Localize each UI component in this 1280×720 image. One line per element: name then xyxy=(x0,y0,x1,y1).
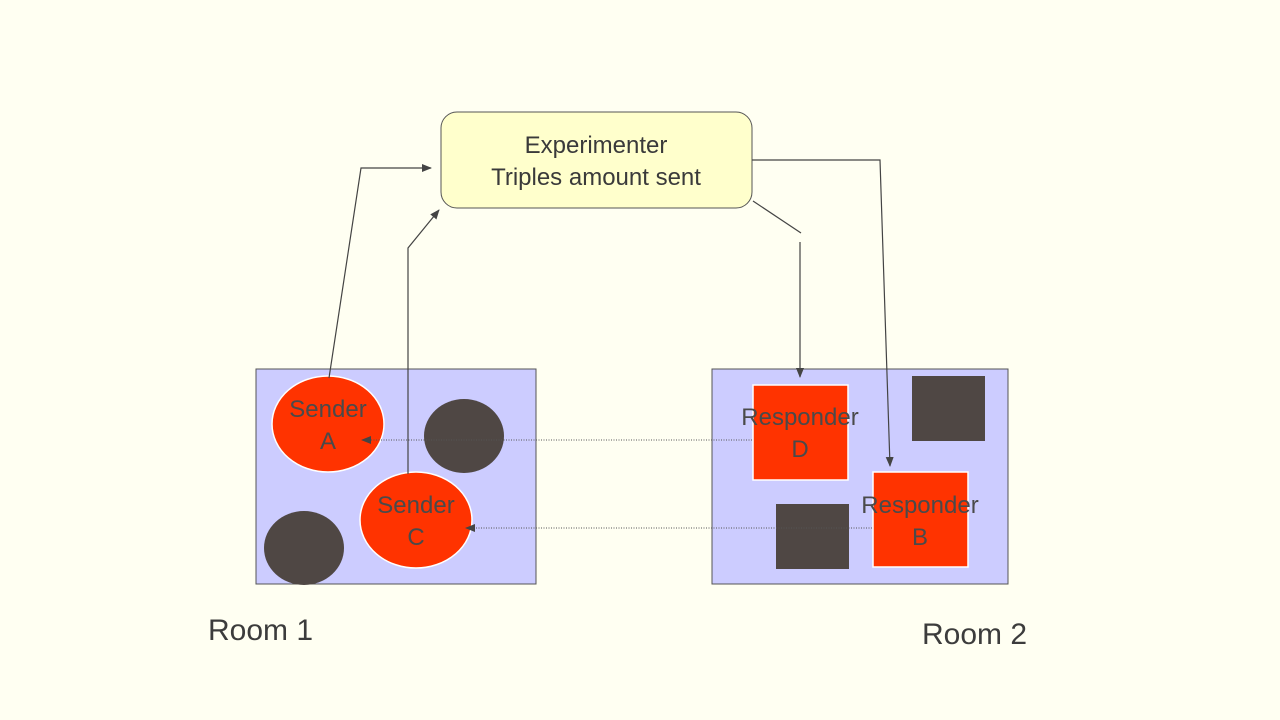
inactive-sender-2 xyxy=(264,511,344,585)
experimenter-subtitle: Triples amount sent xyxy=(491,164,701,191)
sender-a-label-1: Sender xyxy=(289,396,366,423)
inactive-sender-1 xyxy=(424,399,504,473)
sender-a-node xyxy=(271,375,385,473)
responder-b-label-1: Responder xyxy=(861,492,978,519)
arrow-sender-a-to-experimenter xyxy=(328,164,432,379)
sender-c-label-2: C xyxy=(407,524,424,551)
responder-d-node xyxy=(752,384,849,481)
experimenter-title: Experimenter xyxy=(525,132,668,159)
room-1: Sender A Sender C xyxy=(255,368,537,585)
arrow-sender-c-to-experimenter xyxy=(407,209,440,474)
responder-b-node xyxy=(872,471,969,568)
responder-d-label-1: Responder xyxy=(741,404,858,431)
sender-a-label-2: A xyxy=(320,428,336,455)
room-1-label: Room 1 xyxy=(208,614,313,647)
arrow-experimenter-to-responder-b xyxy=(752,159,894,467)
inactive-responder-1 xyxy=(912,376,985,441)
responder-d-label-2: D xyxy=(791,436,808,463)
room-2: Responder D Responder B xyxy=(711,368,1009,585)
inactive-responder-2 xyxy=(776,504,849,569)
responder-b-label-2: B xyxy=(912,524,928,551)
arrow-experimenter-tail xyxy=(752,200,802,234)
experimenter-box: Experimenter Triples amount sent xyxy=(440,111,753,209)
room-2-label: Room 2 xyxy=(922,618,1027,651)
sender-c-node xyxy=(359,471,473,569)
sender-c-label-1: Sender xyxy=(377,492,454,519)
